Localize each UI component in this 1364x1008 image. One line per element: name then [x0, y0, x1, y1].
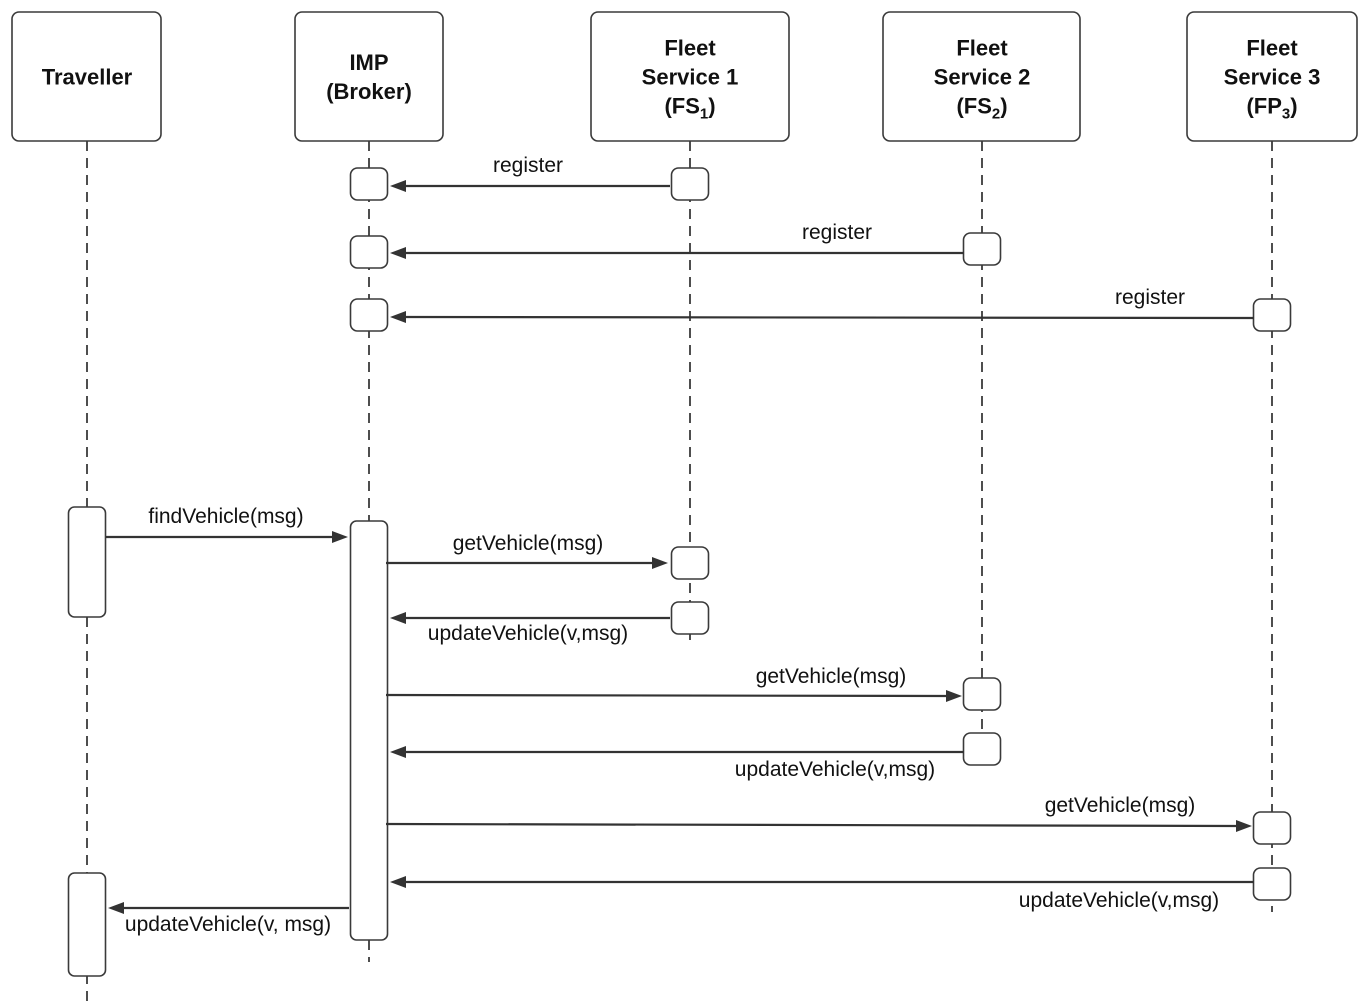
arrowhead-icon	[108, 902, 124, 914]
imp-label-line: IMP	[349, 50, 388, 75]
imp-activation	[349, 235, 389, 269]
message-label: updateVehicle(v, msg)	[125, 913, 331, 936]
label-text: Traveller	[42, 65, 133, 90]
message-m1: register	[390, 154, 670, 192]
fs3-box	[1186, 11, 1358, 142]
message-m6: updateVehicle(v,msg)	[390, 612, 670, 645]
fs1-label-line: Fleet	[664, 36, 716, 61]
fs3-activation	[1252, 867, 1292, 901]
traveller-activation	[67, 506, 107, 618]
arrowhead-icon	[390, 247, 406, 259]
label-text: Fleet	[1246, 36, 1298, 61]
fs1-activation	[670, 601, 710, 635]
label-subscript: 2	[992, 106, 1000, 123]
message-m3: register	[390, 286, 1255, 323]
message-label: updateVehicle(v,msg)	[428, 622, 628, 645]
arrowhead-icon	[390, 180, 406, 192]
fs2-label-line: (FS2)	[956, 94, 1007, 123]
message-label: updateVehicle(v,msg)	[1019, 889, 1219, 912]
fs2-label-line: Fleet	[956, 36, 1008, 61]
fs3-label-line: Service 3	[1224, 65, 1321, 90]
message-label: getVehicle(msg)	[756, 665, 907, 688]
arrowhead-icon	[390, 311, 406, 323]
message-label: register	[802, 221, 872, 244]
label-text: (Broker)	[326, 79, 412, 104]
message-m4: findVehicle(msg)	[106, 505, 348, 543]
imp-label-line: (Broker)	[326, 79, 412, 104]
fs2-activation	[962, 732, 1002, 766]
arrowhead-icon	[946, 690, 962, 702]
fs1-activation	[670, 167, 710, 201]
arrowhead-icon	[652, 557, 668, 569]
label-text-after: )	[1290, 94, 1297, 119]
label-text: (FS	[664, 94, 699, 119]
fs2-label-line: Service 2	[934, 65, 1031, 90]
imp-activation	[349, 298, 389, 332]
imp-activation	[349, 520, 389, 941]
fs1-box	[590, 11, 790, 142]
label-text-after: )	[708, 94, 715, 119]
label-subscript: 1	[700, 106, 708, 123]
arrowhead-icon	[1236, 820, 1252, 832]
imp-box	[294, 11, 444, 142]
message-label: findVehicle(msg)	[148, 505, 303, 528]
message-m11: updateVehicle(v, msg)	[108, 902, 349, 936]
fs2-box	[882, 11, 1081, 142]
participant-imp: IMP (Broker)	[294, 11, 444, 142]
arrowhead-icon	[390, 876, 406, 888]
arrowhead-icon	[332, 531, 348, 543]
message-m7: getVehicle(msg)	[385, 665, 962, 702]
fs2-activation	[962, 677, 1002, 711]
message-m8: updateVehicle(v,msg)	[390, 746, 964, 781]
label-text: Fleet	[956, 36, 1008, 61]
label-text: Fleet	[664, 36, 716, 61]
message-m10: updateVehicle(v,msg)	[390, 876, 1254, 912]
traveller-activation	[67, 872, 107, 977]
fs3-activation	[1252, 811, 1292, 845]
fs2-activation	[962, 232, 1002, 266]
label-text: (FP	[1246, 94, 1281, 119]
message-m2: register	[390, 221, 964, 259]
traveller-box	[11, 11, 162, 142]
arrowhead-icon	[390, 612, 406, 624]
message-label: getVehicle(msg)	[1045, 794, 1196, 817]
message-line	[405, 315, 1255, 320]
message-line	[385, 693, 947, 698]
fs1-label-line: Service 1	[642, 65, 739, 90]
imp-activation	[349, 167, 389, 201]
fs3-label-line: (FP3)	[1246, 94, 1297, 123]
label-text-after: )	[1000, 94, 1007, 119]
fs3-activation	[1252, 298, 1292, 332]
label-text: Service 3	[1224, 65, 1321, 90]
fs1-label-line: (FS1)	[664, 94, 715, 123]
message-label: register	[1115, 286, 1185, 309]
fs1-activation	[670, 546, 710, 580]
message-line	[385, 822, 1237, 828]
fs3-label-line: Fleet	[1246, 36, 1298, 61]
label-text: Service 1	[642, 65, 739, 90]
participant-traveller: Traveller	[11, 11, 162, 142]
label-text: (FS	[956, 94, 991, 119]
traveller-label-line: Traveller	[42, 65, 133, 90]
message-label: register	[493, 154, 563, 177]
label-text: Service 2	[934, 65, 1031, 90]
label-text: IMP	[349, 50, 388, 75]
message-label: updateVehicle(v,msg)	[735, 758, 935, 781]
message-m9: getVehicle(msg)	[385, 794, 1252, 832]
label-subscript: 3	[1282, 106, 1290, 123]
message-m5: getVehicle(msg)	[386, 532, 668, 569]
arrowhead-icon	[390, 746, 406, 758]
message-label: getVehicle(msg)	[453, 532, 604, 555]
